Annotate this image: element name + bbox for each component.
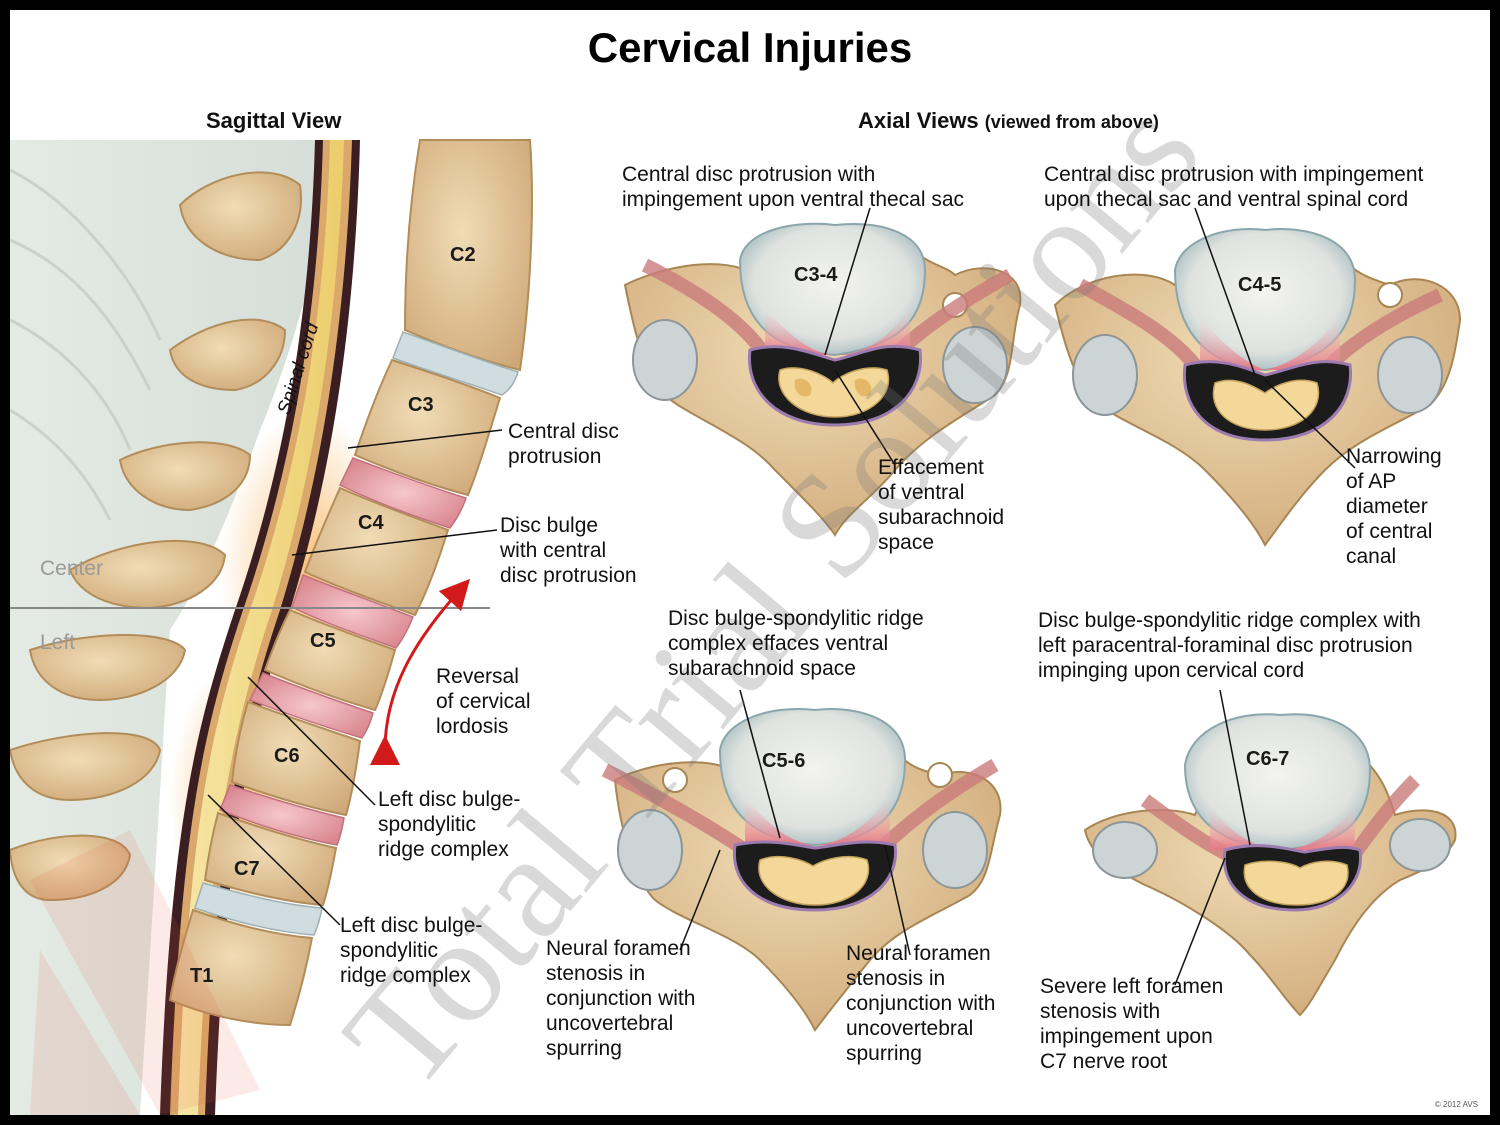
callout-left-bulge-c5-6: Left disc bulge- spondylitic ridge compl… — [378, 788, 521, 861]
vertebra-label-c4: C4 — [358, 512, 384, 534]
axial-note-c6-7: Severe left foramen stenosis with imping… — [1040, 975, 1224, 1073]
axial-c4-5 — [1053, 228, 1462, 547]
sagittal-heading: Sagittal View — [206, 108, 342, 133]
axial-caption-c3-4: Central disc protrusion with impingement… — [622, 163, 965, 211]
sagittal-leader-lines — [207, 429, 503, 926]
callout-central-disc: Central disc protrusion — [508, 420, 619, 468]
axial-note-c3-4: Effacement of ventral subarachnoid space — [878, 456, 1005, 554]
vertebra-label-c2: C2 — [450, 244, 476, 266]
illustration-frame: Total Trial Solutions Cervical Injuries … — [10, 10, 1490, 1115]
vertebra-label-c7: C7 — [234, 858, 260, 880]
axial-heading-main: Axial Views — [858, 108, 979, 133]
axial-note-c4-5: Narrowing of AP diameter of central cana… — [1346, 445, 1442, 568]
axial-leader-lines — [679, 207, 1356, 986]
axial-heading: Axial Views (viewed from above) — [858, 108, 1159, 134]
axial-c5-6 — [601, 708, 1002, 1032]
page-title: Cervical Injuries — [587, 24, 913, 71]
callout-disc-bulge: Disc bulge with central disc protrusion — [500, 514, 637, 587]
axial-note-c5-6-right: Neural foramen stenosis in conjunction w… — [846, 942, 996, 1065]
vertebra-label-c3: C3 — [408, 394, 434, 416]
axial-caption-c6-7: Disc bulge-spondylitic ridge complex wit… — [1038, 609, 1421, 682]
callout-left-bulge-c6-7: Left disc bulge- spondylitic ridge compl… — [340, 914, 483, 987]
axial-caption-c4-5: Central disc protrusion with impingement… — [1044, 163, 1424, 211]
left-label: Left — [40, 631, 76, 654]
vertebra-label-c5: C5 — [310, 630, 336, 652]
sagittal-illustration — [10, 139, 533, 1115]
axial-level-c3-4: C3-4 — [794, 264, 838, 286]
anatomy-artwork — [10, 139, 1462, 1115]
vertebra-label-t1: T1 — [190, 965, 214, 987]
callout-reversal-lordosis: Reversal of cervical lordosis — [436, 665, 531, 738]
axial-note-c5-6-left: Neural foramen stenosis in conjunction w… — [546, 937, 696, 1060]
axial-level-c5-6: C5-6 — [762, 750, 806, 772]
axial-c3-4 — [623, 222, 1022, 537]
copyright-notice: © 2012 AVS — [1434, 1100, 1478, 1109]
axial-caption-c5-6: Disc bulge-spondylitic ridge complex eff… — [668, 607, 924, 680]
center-label: Center — [40, 557, 104, 580]
axial-level-c6-7: C6-7 — [1246, 748, 1290, 770]
axial-level-c4-5: C4-5 — [1238, 274, 1282, 296]
axial-c6-7 — [1083, 713, 1457, 1017]
axial-heading-sub: (viewed from above) — [984, 112, 1159, 132]
vertebral-bodies — [168, 139, 533, 1027]
vertebra-label-c6: C6 — [274, 745, 300, 767]
